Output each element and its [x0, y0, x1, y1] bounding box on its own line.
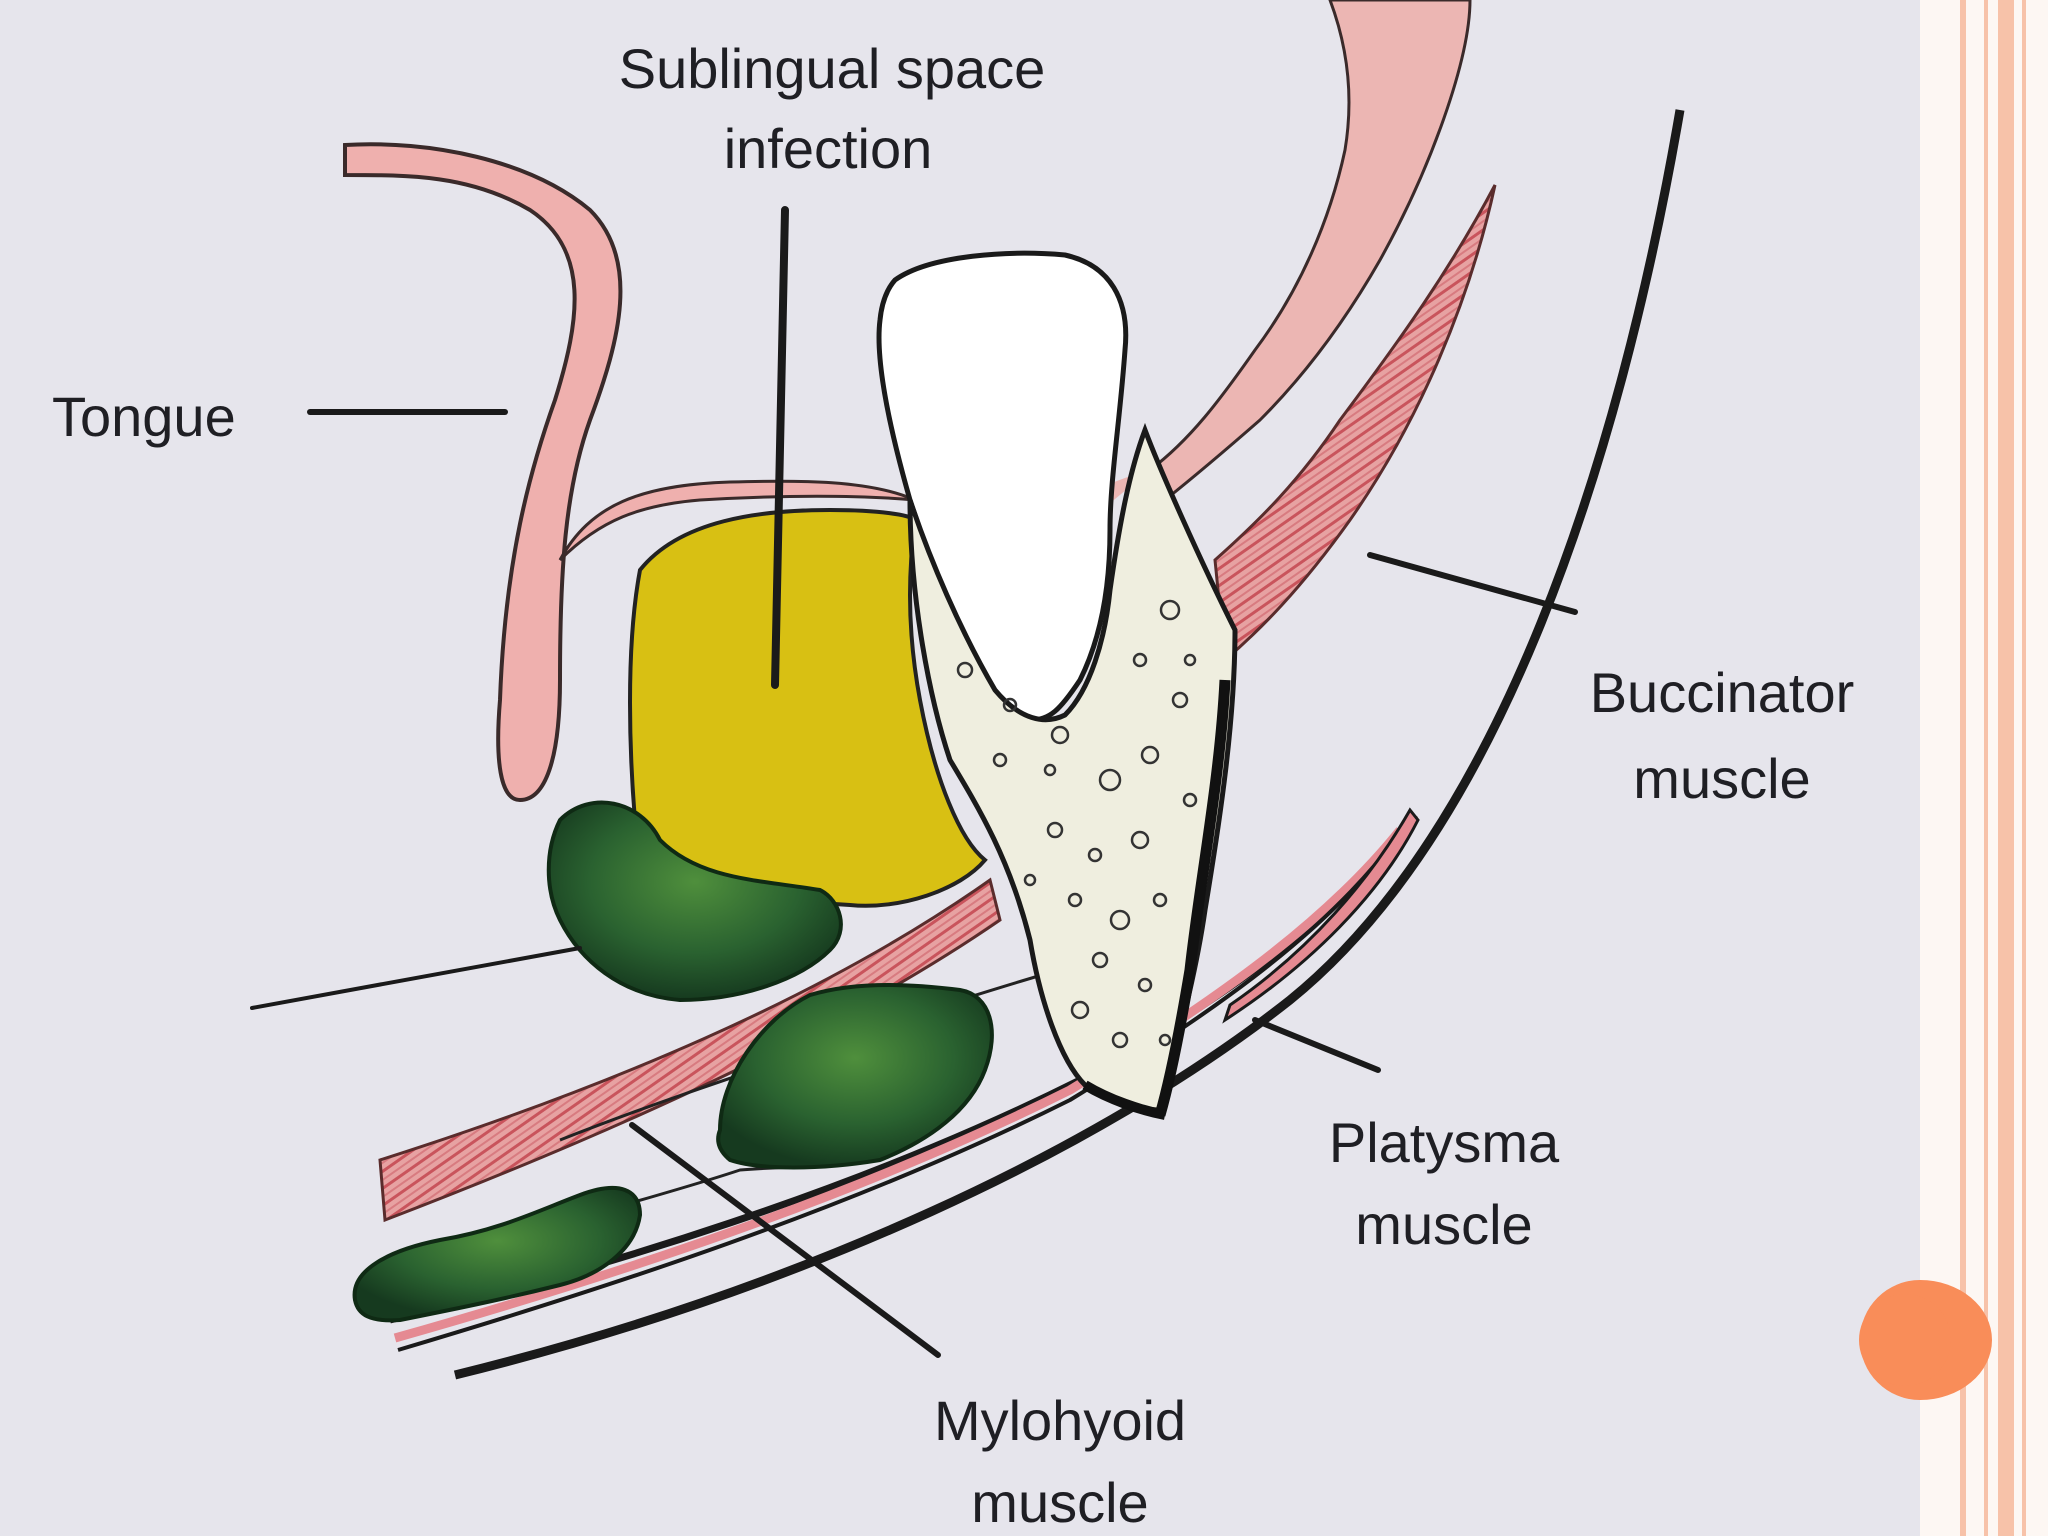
tooth — [876, 250, 1129, 723]
sublingual-gland — [546, 800, 843, 1003]
label-sublingual-line2: infection — [724, 117, 933, 180]
label-sublingual-line1: Sublingual space — [619, 37, 1046, 100]
submandibular-gland-lower — [352, 1185, 643, 1323]
label-mylohyoid-line2: muscle — [971, 1471, 1148, 1534]
skin-outline — [453, 109, 1685, 1380]
tongue-outline — [343, 142, 623, 803]
label-platysma-line1: Platysma — [1329, 1111, 1560, 1174]
leader-buccinator — [1367, 552, 1578, 615]
platysma-muscle-strip — [1222, 807, 1420, 1024]
leader-mylohyoid — [629, 1122, 941, 1358]
submandibular-gland-upper — [716, 983, 994, 1170]
leader-sublingual — [771, 206, 789, 689]
leader-platysma — [1252, 1017, 1381, 1073]
alveolar-bone — [907, 422, 1238, 1113]
label-tongue: Tongue — [52, 385, 236, 448]
label-buccinator-line2: muscle — [1633, 747, 1810, 810]
leader-lines — [250, 206, 1578, 1358]
leader-gland — [250, 946, 582, 1010]
label-buccinator-line1: Buccinator — [1590, 661, 1855, 724]
slide-accent-dot — [1859, 1294, 1951, 1386]
label-platysma-line2: muscle — [1355, 1193, 1532, 1256]
bone-trabeculae — [956, 599, 1198, 1049]
mylohyoid-muscle — [378, 877, 1002, 1223]
slide-border — [1920, 0, 2048, 1536]
label-mylohyoid-line1: Mylohyoid — [934, 1389, 1186, 1452]
